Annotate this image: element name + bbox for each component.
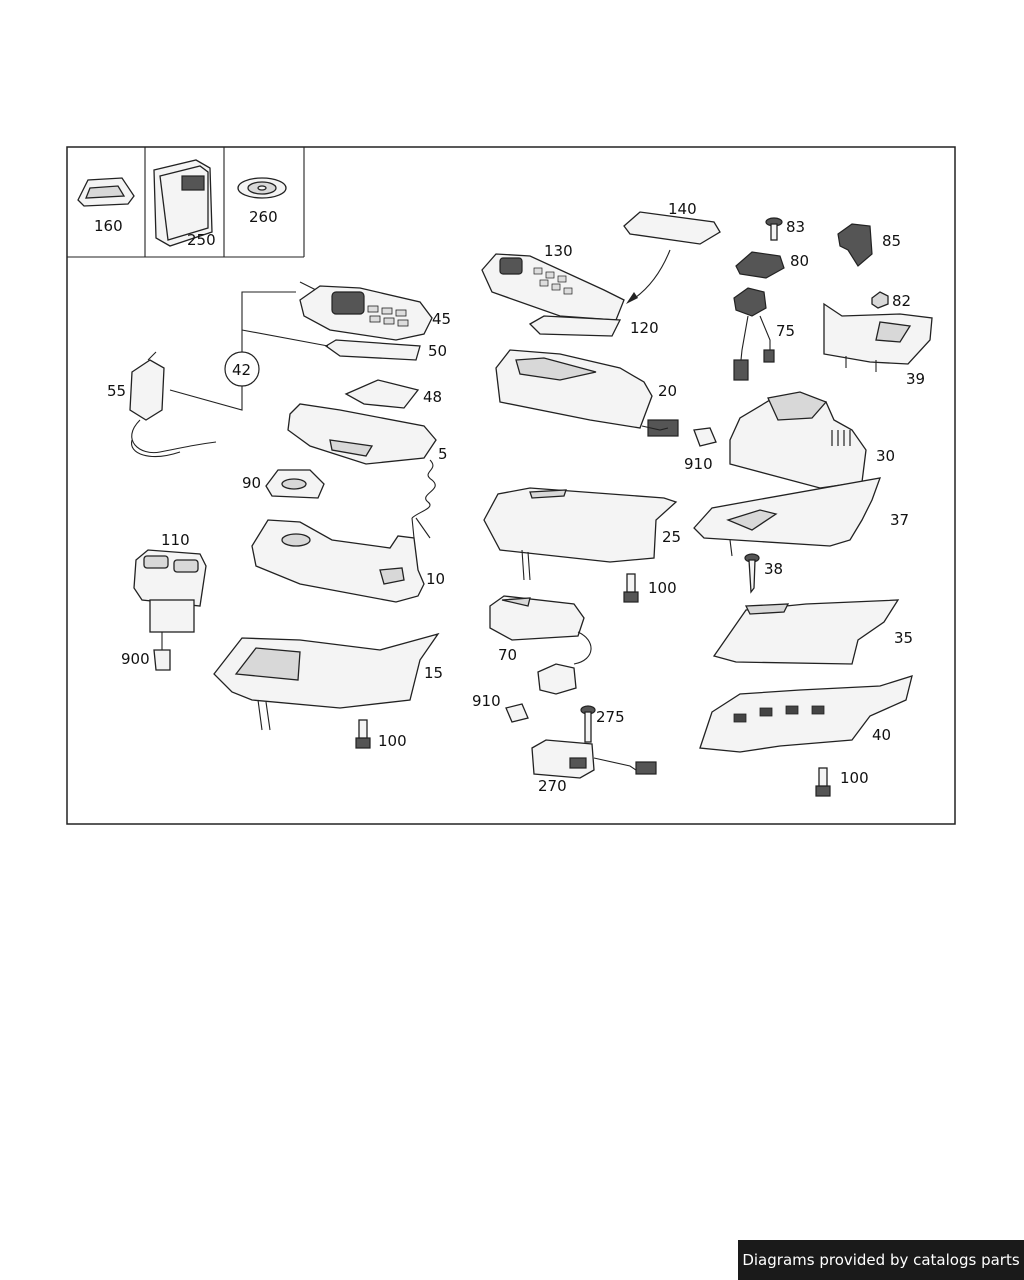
label-160: 160 xyxy=(94,217,123,235)
part-910-label-b[interactable] xyxy=(505,703,529,723)
label-45: 45 xyxy=(432,310,451,328)
label-270: 270 xyxy=(538,777,567,795)
accessory-boxes xyxy=(67,147,305,258)
part-100-screw-c[interactable] xyxy=(815,767,831,797)
part-labels: 160 250 260 140 130 120 83 80 85 82 75 3… xyxy=(94,200,925,795)
label-15: 15 xyxy=(424,664,443,682)
label-20: 20 xyxy=(658,382,677,400)
label-275: 275 xyxy=(596,708,625,726)
label-48: 48 xyxy=(423,388,442,406)
part-250-operating-manual[interactable] xyxy=(153,159,213,247)
label-35: 35 xyxy=(894,629,913,647)
part-30-charging-cradle[interactable] xyxy=(729,391,867,489)
label-50: 50 xyxy=(428,342,447,360)
label-900: 900 xyxy=(121,650,150,668)
part-20-base-station[interactable] xyxy=(495,349,679,437)
label-100-c: 100 xyxy=(840,769,869,787)
part-5-phone-cradle[interactable] xyxy=(287,403,437,539)
label-70: 70 xyxy=(498,646,517,664)
label-55: 55 xyxy=(107,382,126,400)
part-15-storage-tray[interactable] xyxy=(213,632,440,731)
label-10: 10 xyxy=(426,570,445,588)
part-120-adapter-plate[interactable] xyxy=(528,315,622,337)
label-39: 39 xyxy=(906,370,925,388)
part-100-screw-b[interactable] xyxy=(623,573,639,603)
part-270-antenna-module[interactable] xyxy=(531,739,657,779)
part-130-handset[interactable] xyxy=(481,253,625,321)
label-260: 260 xyxy=(249,208,278,226)
label-40: 40 xyxy=(872,726,891,744)
label-42: 42 xyxy=(232,361,251,379)
footer-credit: Diagrams provided by catalogs parts xyxy=(738,1240,1024,1280)
label-910-a: 910 xyxy=(684,455,713,473)
label-38: 38 xyxy=(764,560,783,578)
label-250: 250 xyxy=(187,231,216,249)
label-5: 5 xyxy=(438,445,448,463)
part-10-phone-bracket[interactable] xyxy=(251,519,425,603)
part-85-clip[interactable] xyxy=(837,223,873,267)
part-160-cover-cap[interactable] xyxy=(77,177,135,207)
label-25: 25 xyxy=(662,528,681,546)
label-75: 75 xyxy=(776,322,795,340)
part-83-screw[interactable] xyxy=(765,217,783,241)
label-100-b: 100 xyxy=(648,579,677,597)
label-140: 140 xyxy=(668,200,697,218)
part-38-self-tapping-screw[interactable] xyxy=(744,553,760,594)
part-900-connector[interactable] xyxy=(153,649,171,671)
part-48-holder-clip[interactable] xyxy=(344,379,420,409)
label-110: 110 xyxy=(161,531,190,549)
label-120: 120 xyxy=(630,319,659,337)
part-55-charger-adapter[interactable] xyxy=(129,351,217,457)
part-39-mounting-bracket[interactable] xyxy=(823,302,933,372)
part-90-insert-holder[interactable] xyxy=(265,469,325,499)
part-275-screw[interactable] xyxy=(580,705,596,743)
label-910-b: 910 xyxy=(472,692,501,710)
part-100-screw-a[interactable] xyxy=(355,719,371,749)
label-130: 130 xyxy=(544,242,573,260)
part-75-cable-harness[interactable] xyxy=(733,287,775,381)
callout-42-group xyxy=(169,291,329,411)
part-140-top-cover[interactable] xyxy=(623,211,721,304)
part-45-mobile-phone[interactable] xyxy=(299,281,433,341)
part-910-label-a[interactable] xyxy=(693,427,717,447)
part-82-nut[interactable] xyxy=(871,291,889,309)
part-25-storage-box[interactable] xyxy=(483,487,678,581)
part-260-cd-disc[interactable] xyxy=(237,177,287,199)
label-83: 83 xyxy=(786,218,805,236)
label-90: 90 xyxy=(242,474,261,492)
label-30: 30 xyxy=(876,447,895,465)
part-70-control-module[interactable] xyxy=(489,595,592,695)
part-110-switch-unit[interactable] xyxy=(133,549,207,650)
part-37-cover-panel[interactable] xyxy=(693,477,881,557)
part-50-battery-cover[interactable] xyxy=(324,339,421,361)
part-80-cap[interactable] xyxy=(735,251,785,279)
label-85: 85 xyxy=(882,232,901,250)
label-80: 80 xyxy=(790,252,809,270)
label-100-a: 100 xyxy=(378,732,407,750)
part-40-support-bracket[interactable] xyxy=(699,675,913,753)
part-35-trim-panel[interactable] xyxy=(712,599,900,665)
label-82: 82 xyxy=(892,292,911,310)
label-37: 37 xyxy=(890,511,909,529)
